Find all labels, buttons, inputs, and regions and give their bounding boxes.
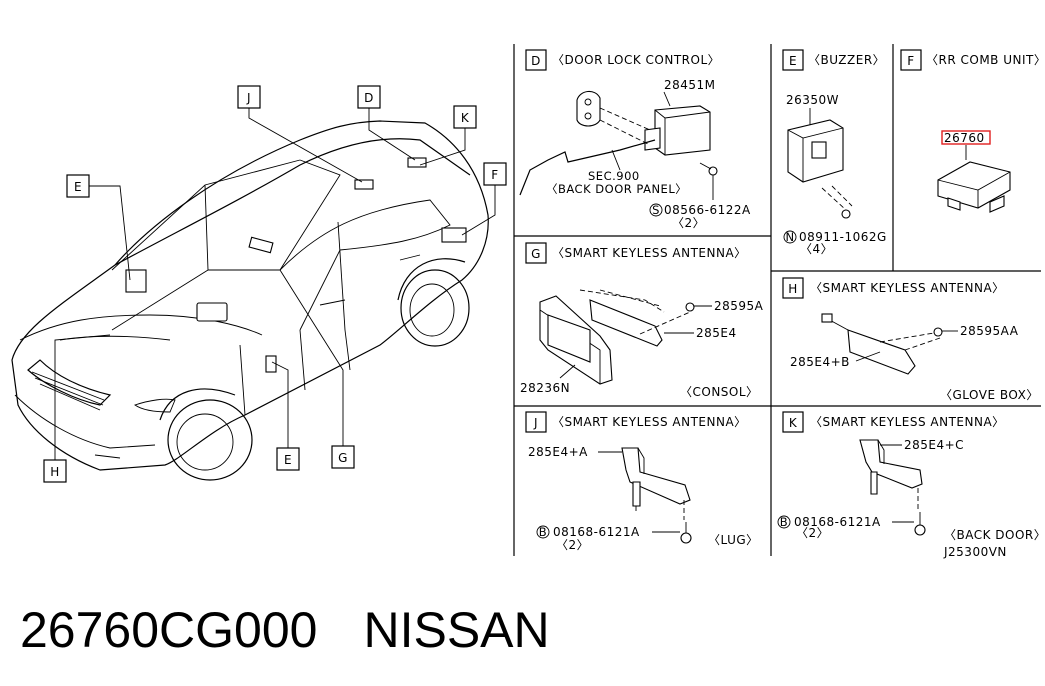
svg-text:08566-6122A: 08566-6122A bbox=[664, 203, 751, 217]
callout-J: J bbox=[237, 85, 261, 109]
svg-text:〈4〉: 〈4〉 bbox=[800, 242, 833, 256]
diagram-code: J25300VN bbox=[943, 545, 1007, 559]
svg-text:E: E bbox=[789, 54, 797, 68]
svg-text:E: E bbox=[284, 453, 292, 467]
svg-text:〈LUG〉: 〈LUG〉 bbox=[708, 533, 759, 547]
svg-text:H: H bbox=[788, 282, 798, 296]
svg-text:〈SMART KEYLESS ANTENNA〉: 〈SMART KEYLESS ANTENNA〉 bbox=[810, 415, 1005, 429]
svg-text:G: G bbox=[338, 451, 348, 465]
svg-text:H: H bbox=[50, 465, 60, 479]
svg-text:〈CONSOL〉: 〈CONSOL〉 bbox=[680, 385, 759, 399]
svg-text:B: B bbox=[780, 515, 788, 529]
svg-text:F: F bbox=[907, 54, 914, 68]
panel-D-door-lock-control: D 〈DOOR LOCK CONTROL〉 28451M SEC.900 〈BA… bbox=[519, 49, 751, 230]
brand-name: NISSAN bbox=[363, 602, 550, 658]
svg-text:G: G bbox=[531, 247, 541, 261]
svg-text:08911-1062G: 08911-1062G bbox=[799, 230, 887, 244]
svg-text:〈2〉: 〈2〉 bbox=[556, 538, 589, 552]
callout-F: F bbox=[483, 162, 507, 186]
svg-text:28595AA: 28595AA bbox=[960, 324, 1019, 338]
svg-text:〈DOOR LOCK CONTROL〉: 〈DOOR LOCK CONTROL〉 bbox=[552, 53, 720, 67]
svg-text:〈2〉: 〈2〉 bbox=[796, 526, 829, 540]
caption: 26760CG000 NISSAN bbox=[20, 598, 550, 662]
callout-G: G bbox=[331, 445, 355, 469]
svg-text:285E4: 285E4 bbox=[696, 326, 737, 340]
svg-text:〈BACK DOOR〉: 〈BACK DOOR〉 bbox=[944, 528, 1045, 542]
svg-text:〈RR COMB UNIT〉: 〈RR COMB UNIT〉 bbox=[926, 53, 1045, 67]
svg-text:285E4+A: 285E4+A bbox=[528, 445, 588, 459]
svg-text:〈SMART KEYLESS ANTENNA〉: 〈SMART KEYLESS ANTENNA〉 bbox=[810, 281, 1005, 295]
svg-text:SEC.900: SEC.900 bbox=[588, 169, 640, 183]
svg-text:D: D bbox=[364, 91, 374, 105]
callout-E-bottom: E bbox=[276, 447, 300, 471]
svg-text:B: B bbox=[539, 525, 547, 539]
svg-text:K: K bbox=[789, 416, 798, 430]
svg-text:J: J bbox=[533, 416, 538, 430]
panel-E-buzzer: E 〈BUZZER〉 26350W N 08911-1062G 〈4〉 bbox=[782, 49, 887, 256]
rr-comb-unit-part-number: 26760 bbox=[944, 131, 985, 145]
svg-text:〈SMART KEYLESS ANTENNA〉: 〈SMART KEYLESS ANTENNA〉 bbox=[552, 246, 747, 260]
svg-text:K: K bbox=[461, 111, 470, 125]
callout-D: D bbox=[357, 85, 381, 109]
callout-H: H bbox=[43, 459, 67, 483]
panel-K-smart-keyless-antenna: K 〈SMART KEYLESS ANTENNA〉 285E4+C B 0816… bbox=[777, 411, 1045, 559]
callout-K: K bbox=[453, 105, 477, 129]
vehicle-illustration: J D K F E E G H bbox=[11, 85, 507, 483]
svg-text:285E4+C: 285E4+C bbox=[904, 438, 964, 452]
svg-text:S: S bbox=[652, 203, 660, 217]
svg-text:J: J bbox=[246, 91, 251, 105]
svg-text:F: F bbox=[491, 168, 498, 182]
panel-J-smart-keyless-antenna: J 〈SMART KEYLESS ANTENNA〉 285E4+A B 0816… bbox=[525, 411, 759, 552]
panel-grid-lines bbox=[513, 44, 1041, 556]
svg-text:28236N: 28236N bbox=[520, 381, 570, 395]
highlighted-part-number bbox=[941, 130, 991, 145]
panel-F-rr-comb-unit: F 〈RR COMB UNIT〉 26760 bbox=[900, 49, 1045, 213]
svg-text:N: N bbox=[785, 230, 794, 244]
svg-text:〈GLOVE BOX〉: 〈GLOVE BOX〉 bbox=[940, 388, 1039, 402]
part-number: 26760CG000 bbox=[20, 602, 318, 658]
svg-text:〈BACK DOOR PANEL〉: 〈BACK DOOR PANEL〉 bbox=[546, 182, 687, 196]
callout-E-top: E bbox=[66, 174, 90, 198]
svg-text:〈SMART KEYLESS ANTENNA〉: 〈SMART KEYLESS ANTENNA〉 bbox=[552, 415, 747, 429]
svg-text:〈2〉: 〈2〉 bbox=[672, 216, 705, 230]
panel-G-smart-keyless-antenna: G 〈SMART KEYLESS ANTENNA〉 28595A 285E4 2… bbox=[520, 242, 764, 399]
svg-text:D: D bbox=[531, 54, 541, 68]
svg-text:E: E bbox=[74, 180, 82, 194]
svg-text:26350W: 26350W bbox=[786, 93, 839, 107]
svg-text:28451M: 28451M bbox=[664, 78, 716, 92]
svg-text:08168-6121A: 08168-6121A bbox=[794, 515, 881, 529]
svg-text:285E4+B: 285E4+B bbox=[790, 355, 850, 369]
svg-text:〈BUZZER〉: 〈BUZZER〉 bbox=[808, 53, 885, 67]
panel-H-smart-keyless-antenna: H 〈SMART KEYLESS ANTENNA〉 28595AA 285E4+… bbox=[782, 277, 1039, 402]
svg-text:08168-6121A: 08168-6121A bbox=[553, 525, 640, 539]
svg-text:28595A: 28595A bbox=[714, 299, 764, 313]
